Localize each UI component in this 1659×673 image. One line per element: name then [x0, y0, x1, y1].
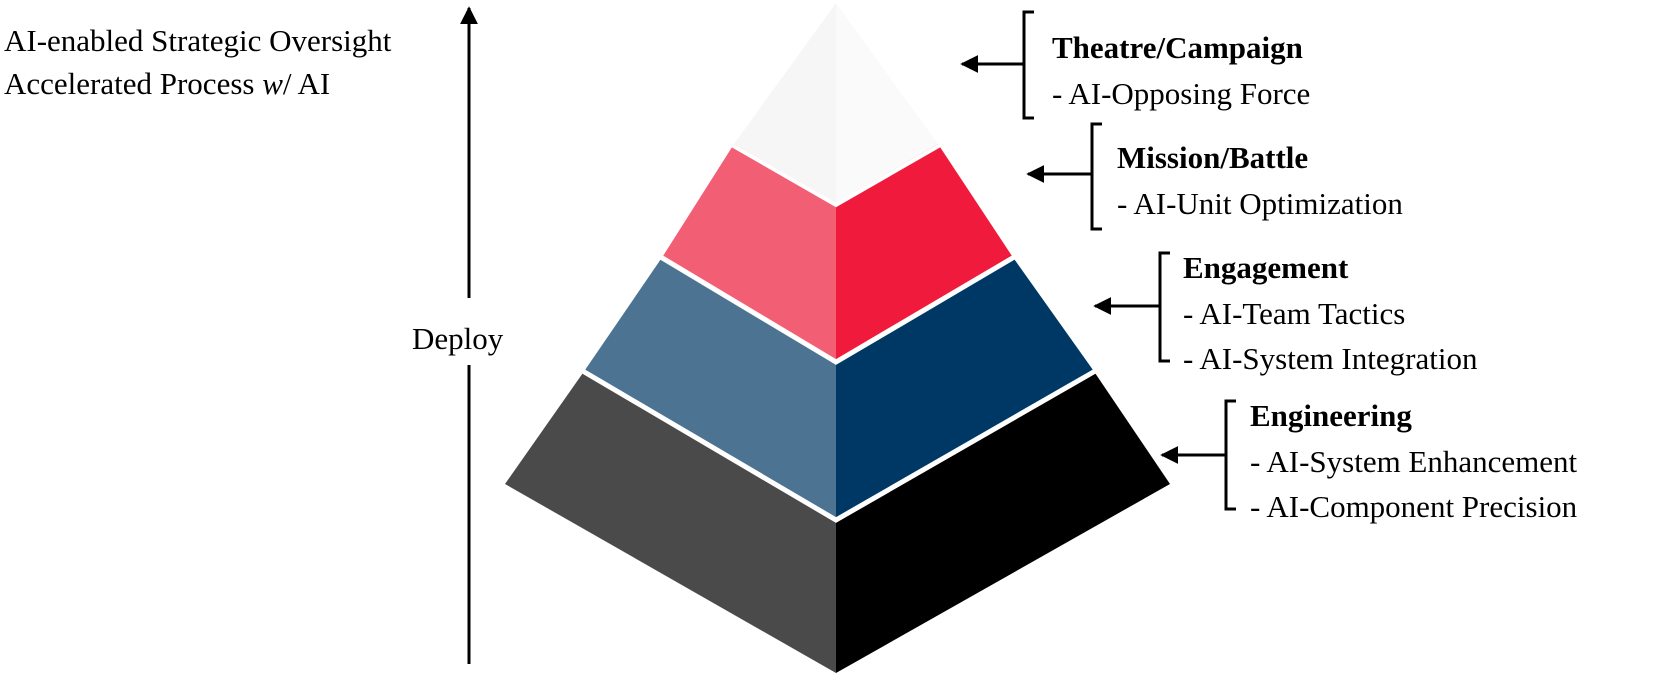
tier-blue-right-face [836, 256, 1093, 518]
level-item-theatre-1: - AI-Opposing Force [1052, 76, 1311, 111]
tier-separator-2 [657, 253, 1018, 365]
tier-dark-right-face [836, 370, 1170, 673]
level-item-engagement-2: - AI-System Integration [1183, 341, 1478, 376]
deploy-label: Deploy [412, 321, 504, 356]
pyramid [505, 3, 1170, 673]
level-item-engineering-2: - AI-Component Precision [1250, 489, 1578, 524]
tier-red-right-face [836, 144, 1012, 360]
level-item-mission-1: - AI-Unit Optimization [1117, 186, 1403, 221]
oversight-line-1: AI-enabled Strategic Oversight [4, 23, 392, 58]
level-title-engineering: Engineering [1250, 398, 1412, 433]
tier-blue-left-face [585, 256, 836, 518]
level-item-engineering-1: - AI-System Enhancement [1250, 444, 1578, 479]
tier-separator-3 [579, 367, 1099, 523]
level-title-theatre: Theatre/Campaign [1052, 30, 1303, 65]
oversight-line-2: Accelerated Process w/ AI [4, 66, 330, 102]
level-item-engagement-1: - AI-Team Tactics [1183, 296, 1406, 331]
tier-top-left-face [734, 3, 836, 203]
bracket-mission [1040, 122, 1102, 231]
tier-separator-1 [729, 142, 943, 208]
oversight-line-2-prefix: Accelerated Process [4, 66, 263, 101]
level-brackets [960, 10, 1236, 511]
oversight-line-2-w: w [262, 66, 283, 101]
tier-red-left-face [663, 144, 836, 360]
tier-dark-left-face [505, 370, 836, 673]
level-title-mission: Mission/Battle [1117, 140, 1309, 175]
oversight-line-2-suffix: / AI [282, 66, 331, 101]
level-title-engagement: Engagement [1183, 250, 1349, 285]
tier-top-right-face [836, 3, 938, 203]
